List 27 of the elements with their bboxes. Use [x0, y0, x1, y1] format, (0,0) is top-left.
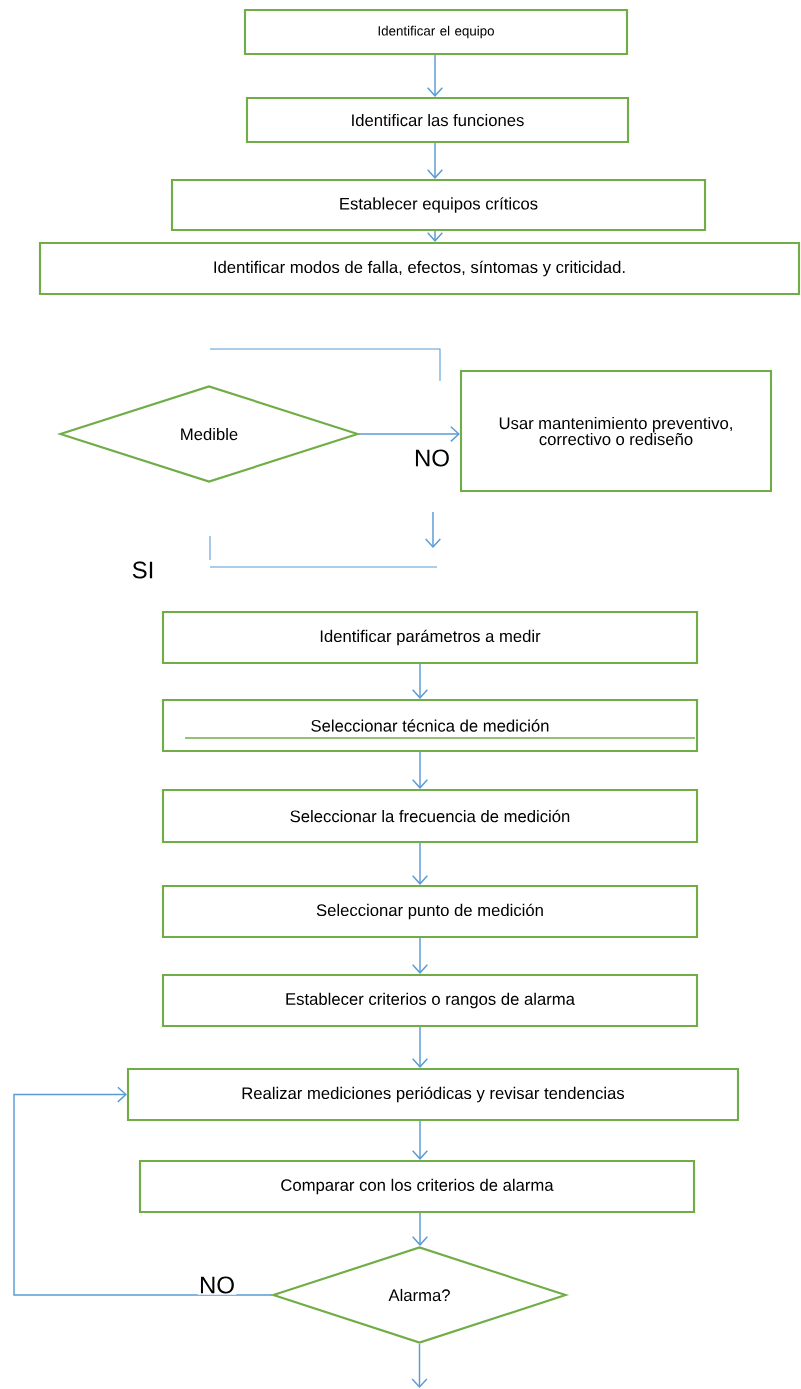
process-box: Identificar el equipo	[243, 8, 629, 56]
branch-label: SI	[132, 561, 153, 579]
edge-label: NO	[412, 448, 452, 468]
arrow	[411, 1026, 429, 1068]
arrow	[426, 54, 444, 97]
edge-label: NO	[197, 1275, 237, 1295]
arrow	[411, 1343, 428, 1389]
process-box: Seleccionar la frecuencia de medición	[161, 788, 699, 844]
arrow	[411, 1120, 429, 1160]
process-box: Identificar parámetros a medir	[161, 610, 699, 665]
arrow	[426, 142, 444, 179]
arrow	[411, 1212, 429, 1246]
arrow	[358, 425, 460, 443]
arrow	[411, 937, 429, 974]
process-box: Establecer equipos críticos	[170, 178, 707, 232]
process-box: Seleccionar técnica de medición	[161, 698, 699, 753]
arrow	[411, 751, 429, 789]
process-box: Seleccionar punto de medición	[161, 884, 699, 939]
process-box: Realizar mediciones periódicas y revisar tendencias	[126, 1067, 740, 1122]
arrow	[411, 842, 429, 885]
arrow	[411, 663, 429, 699]
process-box: Establecer criterios o rangos de alarma	[161, 973, 699, 1028]
arrow	[13, 1086, 273, 1296]
process-box: Comparar con los criterios de alarma	[138, 1159, 696, 1214]
process-box: Identificar las funciones	[245, 96, 630, 144]
process-box: Usar mantenimiento preventivo, correctivo o rediseño	[459, 369, 773, 493]
process-box: Identificar modos de falla, efectos, síntomas y criticidad.	[38, 241, 801, 296]
